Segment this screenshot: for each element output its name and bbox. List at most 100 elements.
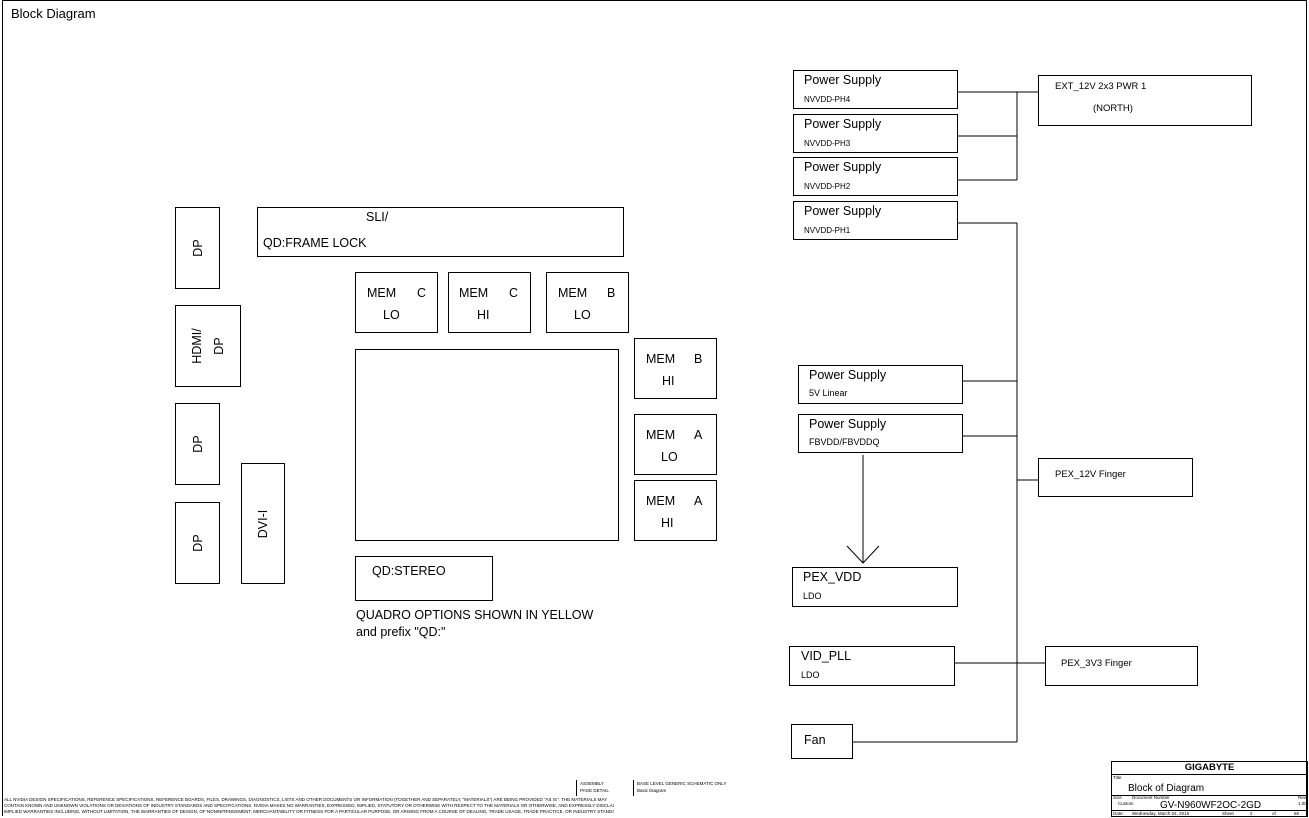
mem-half: LO (661, 450, 678, 464)
pex-3v3-label: PEX_3V3 Finger (1061, 658, 1132, 669)
mem-channel: C (417, 286, 427, 300)
document-number-value: GV-N960WF2OC-2GD (1160, 800, 1262, 811)
power-supply-fbvdd: Power Supply FBVDD/FBVDDQ (798, 414, 963, 453)
dvi-connector: DVI-I (241, 463, 285, 584)
dvi-label: DVI-I (256, 509, 270, 538)
gpu-box (355, 349, 619, 541)
mem-label: MEM (646, 352, 676, 366)
power-supply-sub: 5V Linear (809, 388, 848, 398)
fan-box: Fan (791, 724, 853, 759)
frame-lock-label: QD:FRAME LOCK (263, 236, 367, 250)
quadro-note-line2: and prefix "QD:" (356, 625, 446, 639)
mem-half: LO (383, 308, 400, 322)
quadro-note-line1: QUADRO OPTIONS SHOWN IN YELLOW (356, 608, 594, 622)
dp-label: DP (190, 534, 205, 552)
title-block: GIGABYTE Title Block of Diagram Size Cus… (1111, 761, 1308, 817)
power-supply-ph4: Power Supply NVVDD-PH4 (793, 70, 958, 109)
ext-12v-pwr-box: EXT_12V 2x3 PWR 1 (NORTH) (1038, 75, 1252, 126)
mem-half: HI (477, 308, 490, 322)
power-supply-title: Power Supply (809, 417, 887, 431)
mem-channel: B (607, 286, 616, 300)
hdmi-dp-connector: HDMI/ DP (175, 305, 241, 387)
power-supply-ph1: Power Supply NVVDD-PH1 (793, 201, 958, 240)
mem-b-lo-box: MEM B LO (546, 272, 629, 333)
title-block-rule (1112, 795, 1307, 796)
dp-label: DP (190, 435, 205, 453)
power-supply-title: Power Supply (804, 117, 882, 131)
title-block-rule (1112, 810, 1307, 811)
sli-frame-lock-box: SLI/ QD:FRAME LOCK (257, 207, 624, 257)
pex-vdd-ldo-box: PEX_VDD LDO (792, 567, 958, 607)
rev-value: 1.00 (1298, 801, 1307, 806)
ext-pwr-location: (NORTH) (1093, 103, 1133, 114)
disclaimer-line: ALL NVIDIA DESIGN SPECIFICATIONS, REFERE… (4, 797, 608, 802)
pex-12v-label: PEX_12V Finger (1055, 469, 1126, 480)
disclaimer-line: CONTAIN KNOWN AND UNKNOWN VIOLATIONS OR … (4, 803, 614, 808)
mem-b-hi-box: MEM B HI (634, 338, 717, 399)
mem-a-hi-box: MEM A HI (634, 480, 717, 541)
date-label: Date: (1113, 811, 1124, 816)
basic-diagram-label: Basic Diagram (637, 788, 667, 793)
of-value: 56 (1294, 811, 1300, 816)
fan-label: Fan (804, 733, 826, 747)
mem-label: MEM (367, 286, 397, 300)
power-supply-title: Power Supply (804, 160, 882, 174)
mem-label: MEM (459, 286, 489, 300)
footer-divider (576, 780, 577, 796)
mem-channel: A (694, 494, 703, 508)
disclaimer-text: ALL NVIDIA DESIGN SPECIFICATIONS, REFERE… (4, 797, 614, 815)
power-supply-sub: FBVDD/FBVDDQ (809, 437, 880, 447)
dp-connector-bottom: DP (175, 502, 220, 584)
title-field-value: Block of Diagram (1128, 783, 1205, 794)
power-supply-title: Power Supply (804, 73, 882, 87)
assembly-label: ASSEMBLY (580, 781, 604, 786)
of-label: of (1272, 811, 1276, 816)
date-value: Wednesday, March 04, 2015 (1132, 811, 1190, 816)
title-block-rule (1112, 774, 1307, 775)
pex-vdd-title: PEX_VDD (803, 570, 862, 584)
vid-pll-ldo-box: VID_PLL LDO (789, 646, 955, 686)
dp-label: DP (190, 239, 205, 257)
mem-c-hi-box: MEM C HI (448, 272, 531, 333)
stereo-box: QD:STEREO (355, 556, 493, 601)
title-field-label: Title (1113, 775, 1122, 780)
power-supply-5v-linear: Power Supply 5V Linear (798, 365, 963, 404)
vid-pll-sub: LDO (801, 670, 820, 680)
dp-connector-top: DP (175, 207, 220, 289)
mem-label: MEM (646, 494, 676, 508)
size-value: Custom (1118, 801, 1134, 806)
power-supply-sub: NVVDD-PH4 (804, 95, 851, 104)
power-supply-title: Power Supply (809, 368, 887, 382)
mem-channel: C (509, 286, 519, 300)
mem-half: HI (661, 516, 674, 530)
base-level-label: BASE LEVEL GENERIC SCHEMATIC ONLY (637, 781, 727, 786)
vid-pll-title: VID_PLL (801, 649, 852, 663)
sli-label: SLI/ (366, 210, 389, 224)
power-supply-sub: NVVDD-PH1 (804, 226, 851, 235)
power-supply-title: Power Supply (804, 204, 882, 218)
page-title: Block Diagram (11, 6, 96, 21)
ext-pwr-label: EXT_12V 2x3 PWR 1 (1055, 81, 1147, 92)
hdmi-dp-label: HDMI/ DP (186, 328, 230, 363)
sheet-label: Sheet (1222, 811, 1234, 816)
stereo-label: QD:STEREO (372, 564, 446, 578)
mem-half: HI (662, 374, 675, 388)
power-supply-ph2: Power Supply NVVDD-PH2 (793, 157, 958, 196)
hdmi-dp-suffix: DP (212, 337, 226, 355)
power-supply-ph3: Power Supply NVVDD-PH3 (793, 114, 958, 153)
company-name: GIGABYTE (1184, 762, 1235, 773)
dp-connector-mid: DP (175, 403, 220, 485)
mem-channel: B (694, 352, 703, 366)
mem-c-lo-box: MEM C LO (355, 272, 438, 333)
sheet-value: 2 (1250, 811, 1253, 816)
mem-a-lo-box: MEM A LO (634, 414, 717, 475)
footer-divider (633, 780, 634, 796)
pex-3v3-finger-box: PEX_3V3 Finger (1045, 646, 1198, 686)
mem-label: MEM (646, 428, 676, 442)
rev-label: Rev (1298, 795, 1307, 800)
power-supply-sub: NVVDD-PH3 (804, 139, 851, 148)
pex-12v-finger-box: PEX_12V Finger (1038, 458, 1193, 497)
size-label: Size (1113, 795, 1122, 800)
